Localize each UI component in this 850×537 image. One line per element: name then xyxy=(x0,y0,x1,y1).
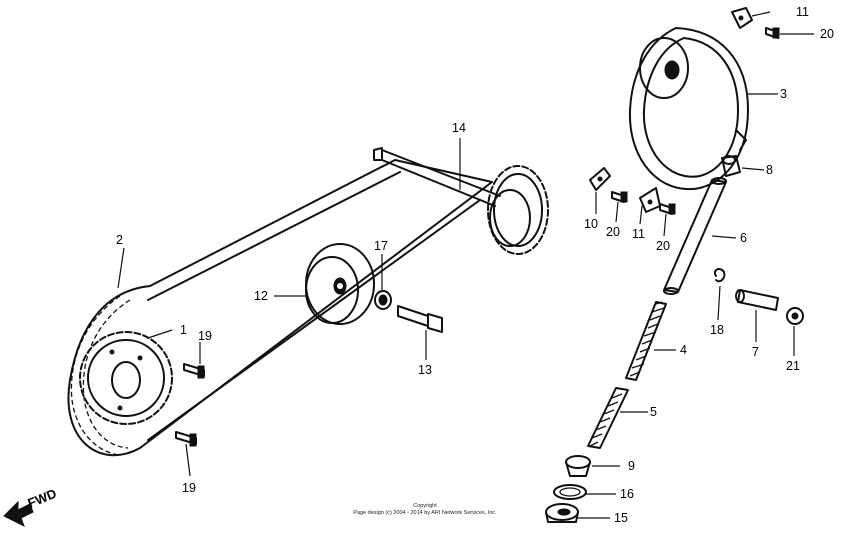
callout-15: 15 xyxy=(614,511,628,525)
callout-8: 8 xyxy=(766,163,773,177)
spring-4 xyxy=(625,301,667,381)
spring-5 xyxy=(587,387,629,449)
copyright-footer: Copyright Page design (c) 2004 - 2014 by… xyxy=(353,503,497,516)
callout-2: 2 xyxy=(116,233,123,247)
copyright-line-1: Copyright xyxy=(413,503,437,509)
washer-17 xyxy=(374,290,392,310)
tensioner-roller xyxy=(305,243,375,325)
o-ring-16 xyxy=(553,484,587,500)
callout-4: 4 xyxy=(680,343,687,357)
arrow-left-icon xyxy=(3,500,34,528)
callout-13: 13 xyxy=(418,363,432,377)
callout-12: 12 xyxy=(254,289,268,303)
screw-20-right xyxy=(659,203,676,215)
callout-11-top: 11 xyxy=(796,5,809,19)
bolt-15 xyxy=(545,503,579,523)
pin-7 xyxy=(735,289,779,311)
callout-17: 17 xyxy=(374,239,388,253)
bracket-10 xyxy=(589,167,611,191)
callout-19-lower: 19 xyxy=(182,481,196,495)
leader-lines xyxy=(117,11,814,519)
callout-6: 6 xyxy=(740,231,747,245)
callout-16: 16 xyxy=(620,487,634,501)
bracket-11-top xyxy=(731,7,753,29)
callout-1: 1 xyxy=(180,323,187,337)
callout-14: 14 xyxy=(452,121,466,135)
callout-19-upper: 19 xyxy=(198,329,212,343)
bolt-19-lower xyxy=(175,431,197,447)
clip-18 xyxy=(714,268,726,283)
guide-9 xyxy=(565,455,591,477)
callout-21: 21 xyxy=(786,359,800,373)
screw-20-left xyxy=(611,191,628,203)
callouts: 1 2 3 4 5 6 7 8 9 10 11 11 12 13 14 15 1… xyxy=(116,5,834,525)
callout-3: 3 xyxy=(780,87,787,101)
bracket-11-mid xyxy=(639,187,661,213)
nut-21 xyxy=(786,307,804,325)
tensioner-guide xyxy=(628,27,749,191)
callout-10: 10 xyxy=(584,217,598,231)
screw-20-top xyxy=(765,27,780,39)
callout-5: 5 xyxy=(650,405,657,419)
upper-sprocket-shaft xyxy=(373,147,549,255)
callout-7: 7 xyxy=(752,345,759,359)
fwd-arrow: FWD xyxy=(3,486,59,528)
callout-20-right: 20 xyxy=(656,239,670,253)
drive-chain xyxy=(67,159,493,457)
bolt-13 xyxy=(397,305,443,333)
copyright-line-2: Page design (c) 2004 - 2014 by ARI Netwo… xyxy=(353,510,497,516)
callout-20-top: 20 xyxy=(820,27,834,41)
callout-18: 18 xyxy=(710,323,724,337)
cap-8 xyxy=(721,155,741,177)
callout-11-mid: 11 xyxy=(632,227,645,241)
callout-20-left: 20 xyxy=(606,225,620,239)
bolt-19-upper xyxy=(183,363,205,379)
lower-sprocket xyxy=(79,331,173,425)
fwd-label: FWD xyxy=(26,486,59,511)
callout-9: 9 xyxy=(628,459,635,473)
pushrod-tube-6 xyxy=(663,177,727,295)
